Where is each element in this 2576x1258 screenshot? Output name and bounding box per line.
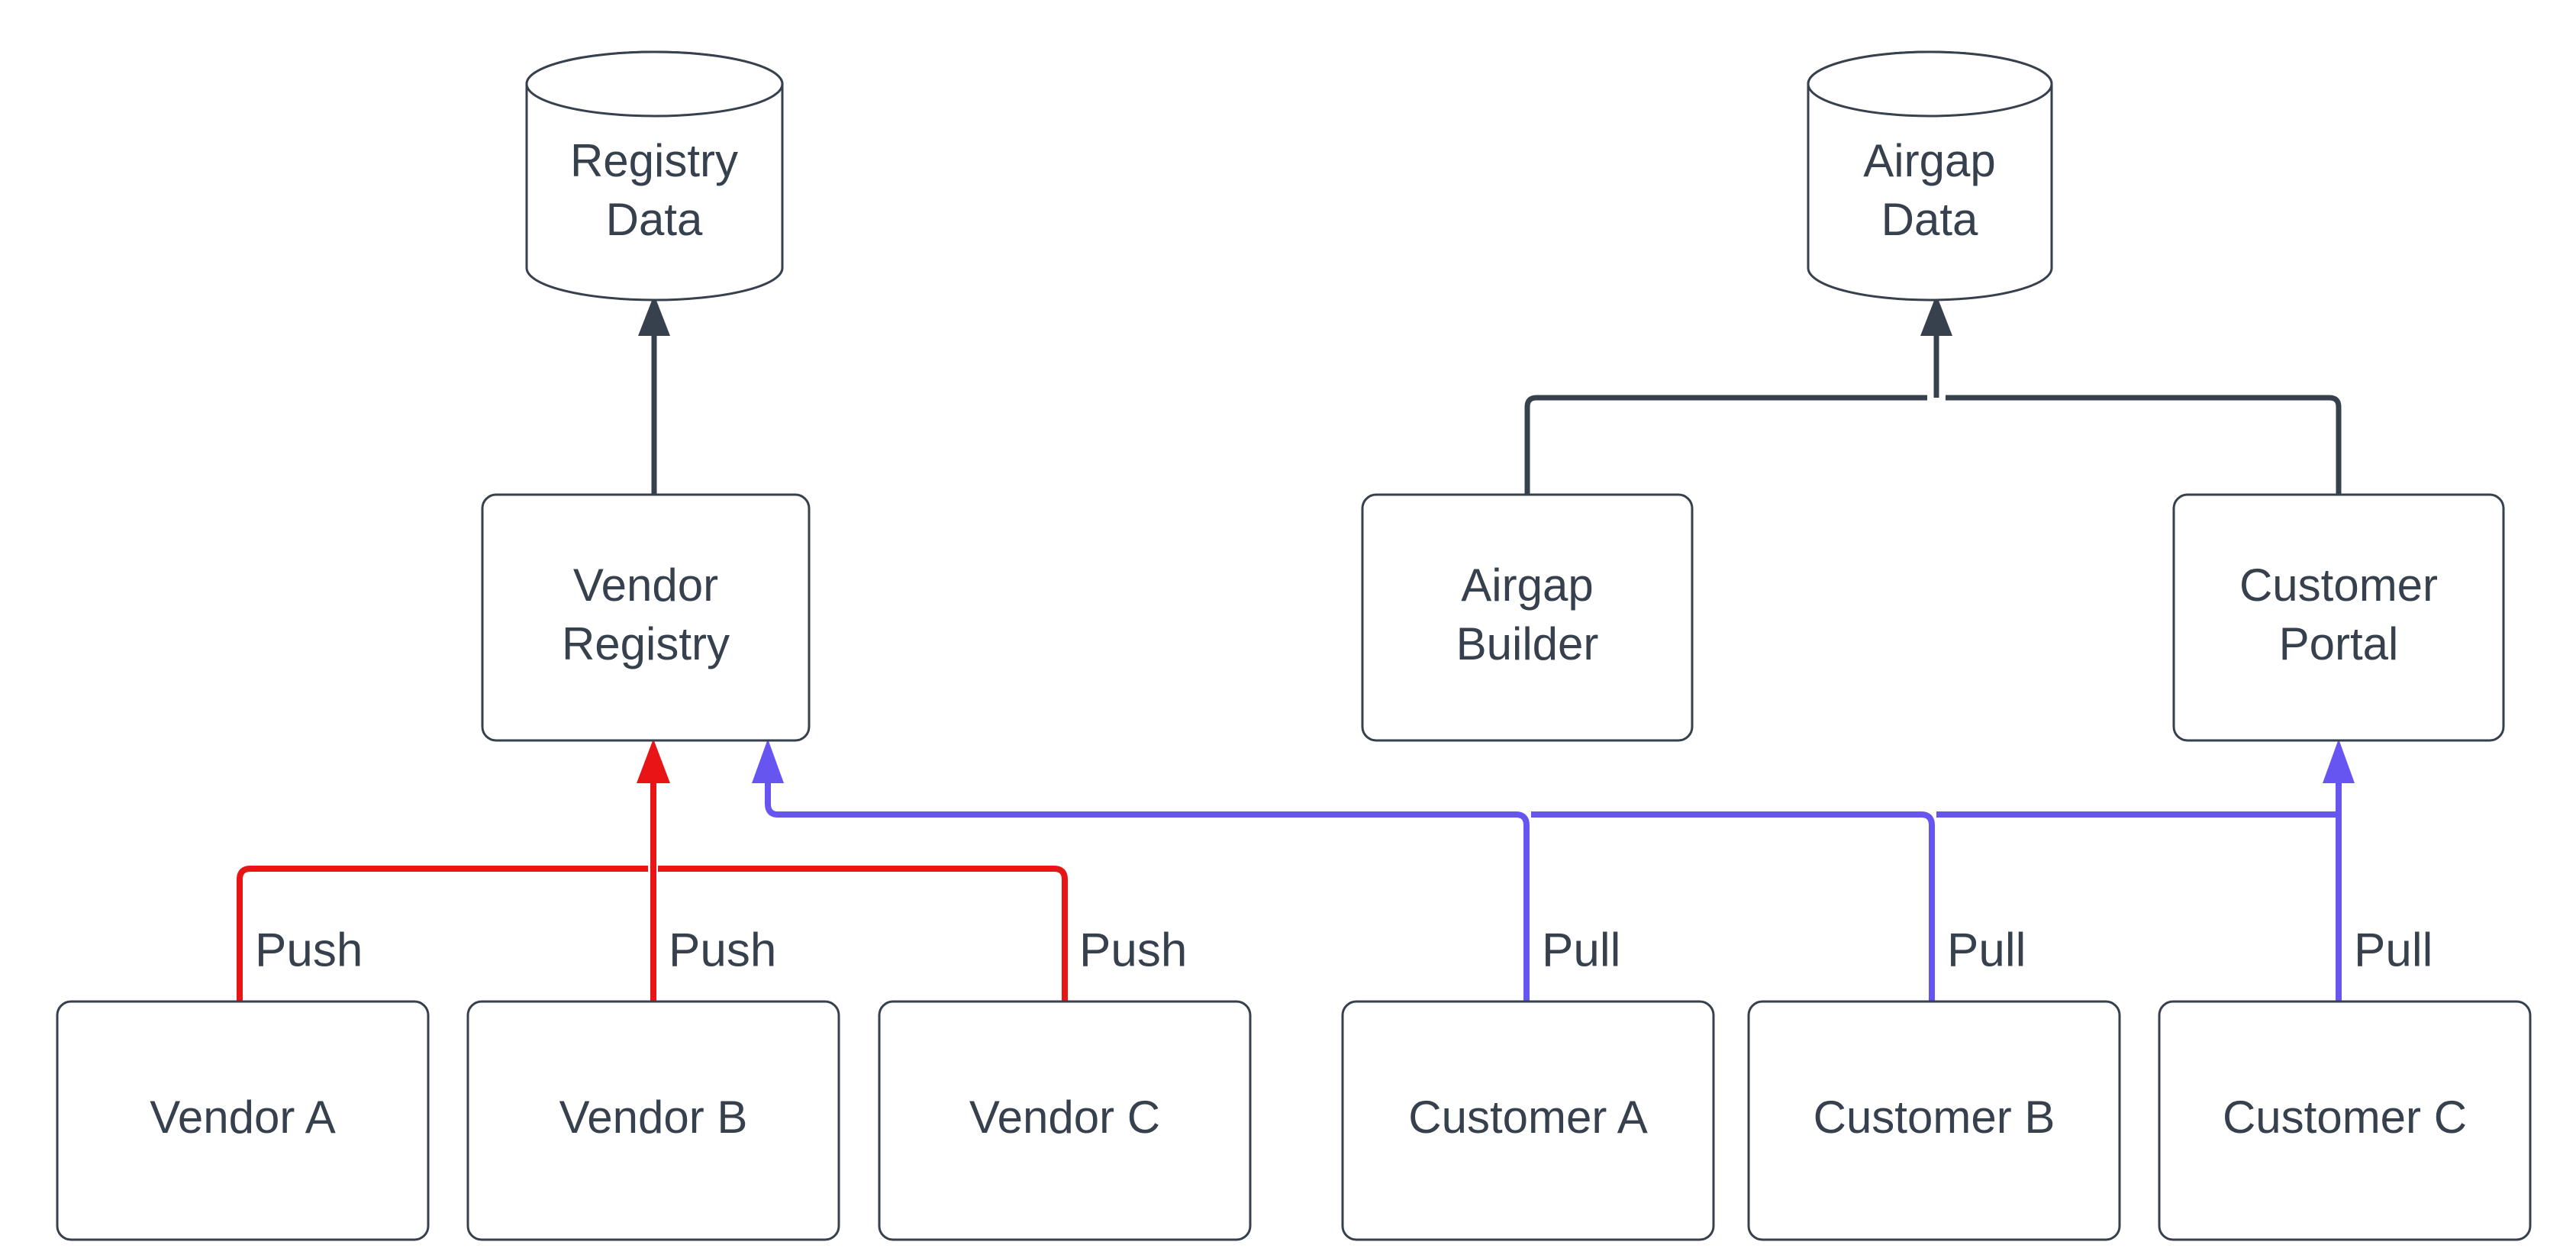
airgap-data-label-line2: Data	[1881, 194, 1978, 245]
registry-data-label-line1: Registry	[570, 135, 738, 186]
vendor-c-label: Vendor C	[969, 1092, 1160, 1143]
vendor-registry-label-line2: Registry	[562, 618, 730, 669]
edge-vendor-registry-to-registry-data	[638, 295, 670, 495]
edge-label-push-vendor-a: Push	[255, 924, 363, 976]
edge-label-pull-customer-c: Pull	[2354, 924, 2433, 976]
node-vendor-c[interactable]: Vendor C	[878, 1000, 1252, 1241]
edge-pull-trunk-to-vendor-registry	[752, 739, 784, 818]
edge-customer-portal-to-airgap-data	[1946, 395, 2342, 495]
airgap-builder-label-line1: Airgap	[1461, 560, 1593, 611]
edge-customer-c-pull	[1936, 739, 2355, 1002]
node-vendor-b[interactable]: Vendor B	[466, 1000, 840, 1241]
customer-c-label: Customer C	[2223, 1092, 2467, 1143]
node-vendor-a[interactable]: Vendor A	[56, 1000, 430, 1241]
edge-airgap-data-trunk	[1920, 295, 1952, 398]
edge-customer-b-pull	[1531, 811, 1935, 1002]
node-customer-a[interactable]: Customer A	[1341, 1000, 1715, 1241]
node-airgap-data[interactable]: Airgap Data	[1807, 50, 2053, 302]
node-customer-b[interactable]: Customer B	[1747, 1000, 2121, 1241]
edge-label-pull-customer-b: Pull	[1947, 924, 2026, 976]
customer-b-label: Customer B	[1814, 1092, 2055, 1143]
customer-portal-label-line2: Portal	[2279, 618, 2399, 669]
airgap-data-label-line1: Airgap	[1863, 135, 1995, 186]
node-registry-data[interactable]: Registry Data	[525, 50, 784, 302]
edge-label-push-vendor-b: Push	[669, 924, 776, 976]
edge-label-push-vendor-c: Push	[1079, 924, 1187, 976]
node-vendor-registry[interactable]: Vendor Registry	[481, 493, 811, 742]
vendor-b-label: Vendor B	[559, 1092, 748, 1143]
edge-vendor-a-push	[237, 866, 648, 1002]
node-customer-c[interactable]: Customer C	[2158, 1000, 2532, 1241]
airgap-builder-label-line2: Builder	[1456, 618, 1599, 669]
customer-portal-label-line1: Customer	[2239, 560, 2438, 611]
vendor-registry-label-line1: Vendor	[573, 560, 718, 611]
edge-label-pull-customer-a: Pull	[1542, 924, 1620, 976]
registry-data-label-line2: Data	[606, 194, 703, 245]
vendor-a-label: Vendor A	[150, 1092, 336, 1143]
customer-a-label: Customer A	[1408, 1092, 1647, 1143]
edge-vendor-c-push	[658, 866, 1068, 1002]
edge-customer-a-pull	[778, 811, 1530, 1002]
node-customer-portal[interactable]: Customer Portal	[2172, 493, 2505, 742]
edge-airgap-builder-to-airgap-data	[1524, 395, 1927, 495]
edge-push-trunk-arrow	[637, 739, 670, 869]
node-airgap-builder[interactable]: Airgap Builder	[1361, 493, 1694, 742]
